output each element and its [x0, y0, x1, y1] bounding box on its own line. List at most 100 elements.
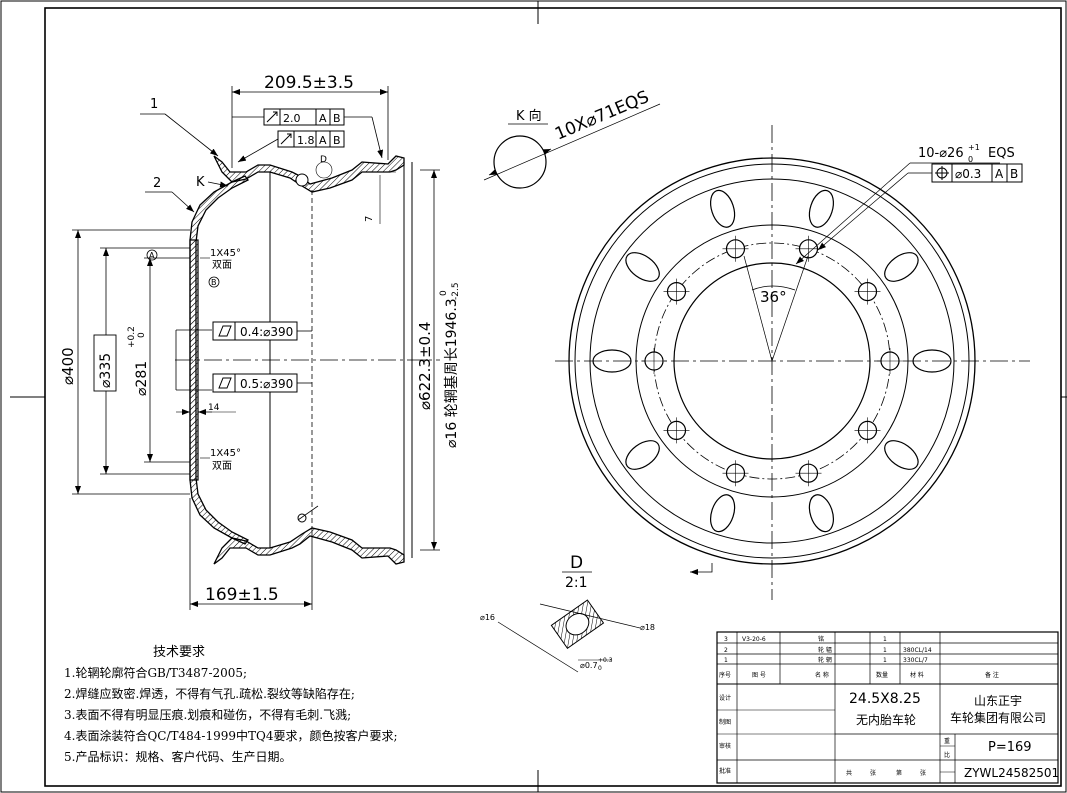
- spec-text: 24.5X8.25: [849, 691, 921, 707]
- detail-dia-18: ⌀18: [640, 623, 655, 632]
- svg-text:1: 1: [724, 657, 728, 664]
- svg-text:1: 1: [883, 636, 887, 643]
- svg-text:设计: 设计: [719, 694, 731, 702]
- flatness-icon: [218, 377, 232, 389]
- svg-text:轮 辋: 轮 辋: [818, 656, 832, 664]
- svg-text:张: 张: [920, 769, 926, 777]
- svg-text:3: 3: [724, 636, 728, 643]
- svg-text:B: B: [333, 112, 341, 125]
- company-line-1: 山东正宇: [974, 694, 1022, 708]
- datum-a-icon: [146, 249, 158, 261]
- dim-dia-622: ⌀622.3±0.4: [416, 322, 434, 410]
- svg-text:铭: 铭: [818, 635, 824, 643]
- svg-text:⌀0.3: ⌀0.3: [955, 167, 981, 181]
- hand-hole: [625, 252, 660, 282]
- svg-text:+0.2: +0.2: [127, 326, 137, 348]
- k-view-hole: [493, 135, 547, 189]
- runout-arrow-icon: [280, 133, 292, 145]
- svg-text:数量: 数量: [876, 671, 888, 679]
- dim-14: 14: [208, 403, 220, 413]
- svg-text:A: A: [995, 167, 1004, 181]
- svg-text:序号: 序号: [719, 671, 731, 679]
- runout-frame-1: 2.0 A B: [232, 108, 384, 159]
- bolt-hole-dim: 10-⌀26: [918, 146, 964, 161]
- dim-seven: 7: [364, 216, 375, 222]
- svg-text:图 号: 图 号: [752, 672, 766, 679]
- svg-text:380CL/14: 380CL/14: [903, 647, 932, 654]
- section-view: 209.5±3.5 2.0 A B 1.8 A B 1: [59, 73, 461, 610]
- chamfer-note-1: 1X45°: [210, 248, 241, 259]
- svg-text:B: B: [333, 134, 341, 147]
- disc-hub-plate: [189, 239, 199, 481]
- svg-text:EQS: EQS: [988, 146, 1015, 161]
- svg-text:第: 第: [896, 769, 902, 777]
- svg-text:共: 共: [846, 769, 852, 777]
- rim-lower-section: [213, 527, 405, 565]
- notes-title: 技术要求: [152, 645, 205, 660]
- detail-label-d: D: [320, 155, 327, 165]
- outer-rim-circle: [568, 157, 976, 565]
- width-bottom-dim: 169±1.5: [205, 585, 279, 605]
- flatness-frame-2: 0.5:⌀390: [212, 373, 312, 393]
- svg-text:双面: 双面: [212, 259, 232, 271]
- svg-text:比: 比: [944, 751, 950, 759]
- svg-text:批准: 批准: [719, 767, 731, 775]
- width-top-dim: 209.5±3.5: [264, 73, 354, 93]
- note-item: 3.表面不得有明显压痕.划痕和碰伤，不得有毛刺.飞溅;: [64, 708, 352, 722]
- bolt-holes: [641, 235, 903, 487]
- note-item: 1.轮辋轮廓符合GB/T3487-2005;: [64, 666, 248, 680]
- svg-text:张: 张: [870, 769, 876, 777]
- svg-text:0.4:⌀390: 0.4:⌀390: [240, 325, 293, 339]
- product-text: 无内胎车轮: [856, 712, 916, 727]
- front-view: 36° K 向 10X⌀71EQS 10-⌀26 +1 0 EQS ⌀0.3 A…: [483, 87, 1030, 600]
- svg-text:材 料: 材 料: [910, 671, 924, 679]
- svg-text:名 称: 名 称: [815, 671, 829, 679]
- detail-d-label: D: [570, 553, 583, 573]
- angle-36: 36°: [760, 288, 787, 306]
- flatness-frame-1: 0.4:⌀390: [212, 321, 312, 341]
- chamfer-note-2: 1X45°: [210, 448, 241, 459]
- hand-hole: [884, 252, 919, 282]
- svg-text:B: B: [211, 278, 217, 287]
- svg-text:A: A: [319, 112, 327, 125]
- drawing-number: ZYWL24582501: [964, 766, 1059, 780]
- svg-text:2.0: 2.0: [283, 112, 301, 125]
- valve-hole: [295, 173, 309, 187]
- dim-dia-281: ⌀281: [134, 361, 150, 396]
- runout-frame-2: 1.8 A B: [237, 130, 345, 163]
- hand-hole: [625, 440, 660, 470]
- title-block: 3 V3-20-6 铭 1 2 轮 辐 1 380CL/14 1 轮 辋 1 3…: [716, 631, 1059, 784]
- svg-text:轮 辐: 轮 辐: [818, 646, 832, 654]
- k-view-label: K 向: [516, 108, 542, 124]
- hand-hole: [710, 494, 736, 533]
- detail-dia-16: ⌀16: [480, 613, 495, 622]
- svg-text:0: 0: [439, 290, 449, 296]
- position-tolerance-frame: ⌀0.3 A B: [817, 163, 1023, 251]
- hand-hole: [884, 440, 919, 470]
- dim-dia-1946: ⌀16 轮辋基周长1946.3: [443, 298, 460, 448]
- hand-hole: [710, 189, 736, 228]
- svg-text:0: 0: [598, 665, 602, 672]
- svg-text:制图: 制图: [719, 718, 731, 726]
- hand-holes: [592, 189, 952, 533]
- svg-text:备 注: 备 注: [985, 671, 999, 679]
- note-item: 2.焊缝应致密.焊透，不得有气孔.疏松.裂纹等缺陷存在;: [64, 687, 355, 701]
- dim-dia-400: ⌀400: [59, 347, 77, 385]
- center-bore-circle: [673, 262, 871, 460]
- svg-text:330CL/7: 330CL/7: [903, 657, 928, 664]
- company-line-2: 车轮集团有限公司: [950, 710, 1046, 725]
- svg-text:1.8: 1.8: [297, 134, 315, 147]
- disc-section: [189, 175, 249, 545]
- runout-arrow-icon: [266, 111, 278, 123]
- svg-text:+0.3: +0.3: [598, 657, 613, 664]
- part-label-1: 1: [150, 97, 158, 112]
- note-item: 4.表面涂装符合QC/T484-1999中TQ4要求，颜色按客户要求;: [64, 729, 398, 743]
- svg-text:V3-20-6: V3-20-6: [742, 636, 766, 643]
- dim-dia-335: ⌀335: [98, 353, 114, 388]
- technical-notes: 技术要求 1.轮辋轮廓符合GB/T3487-2005; 2.焊缝应致密.焊透，不…: [64, 642, 484, 768]
- note-item: 5.产品标识：规格、客户代码、生产日期。: [64, 750, 292, 764]
- svg-text:A: A: [319, 134, 327, 147]
- hand-hole-dim: 10X⌀71EQS: [552, 87, 652, 145]
